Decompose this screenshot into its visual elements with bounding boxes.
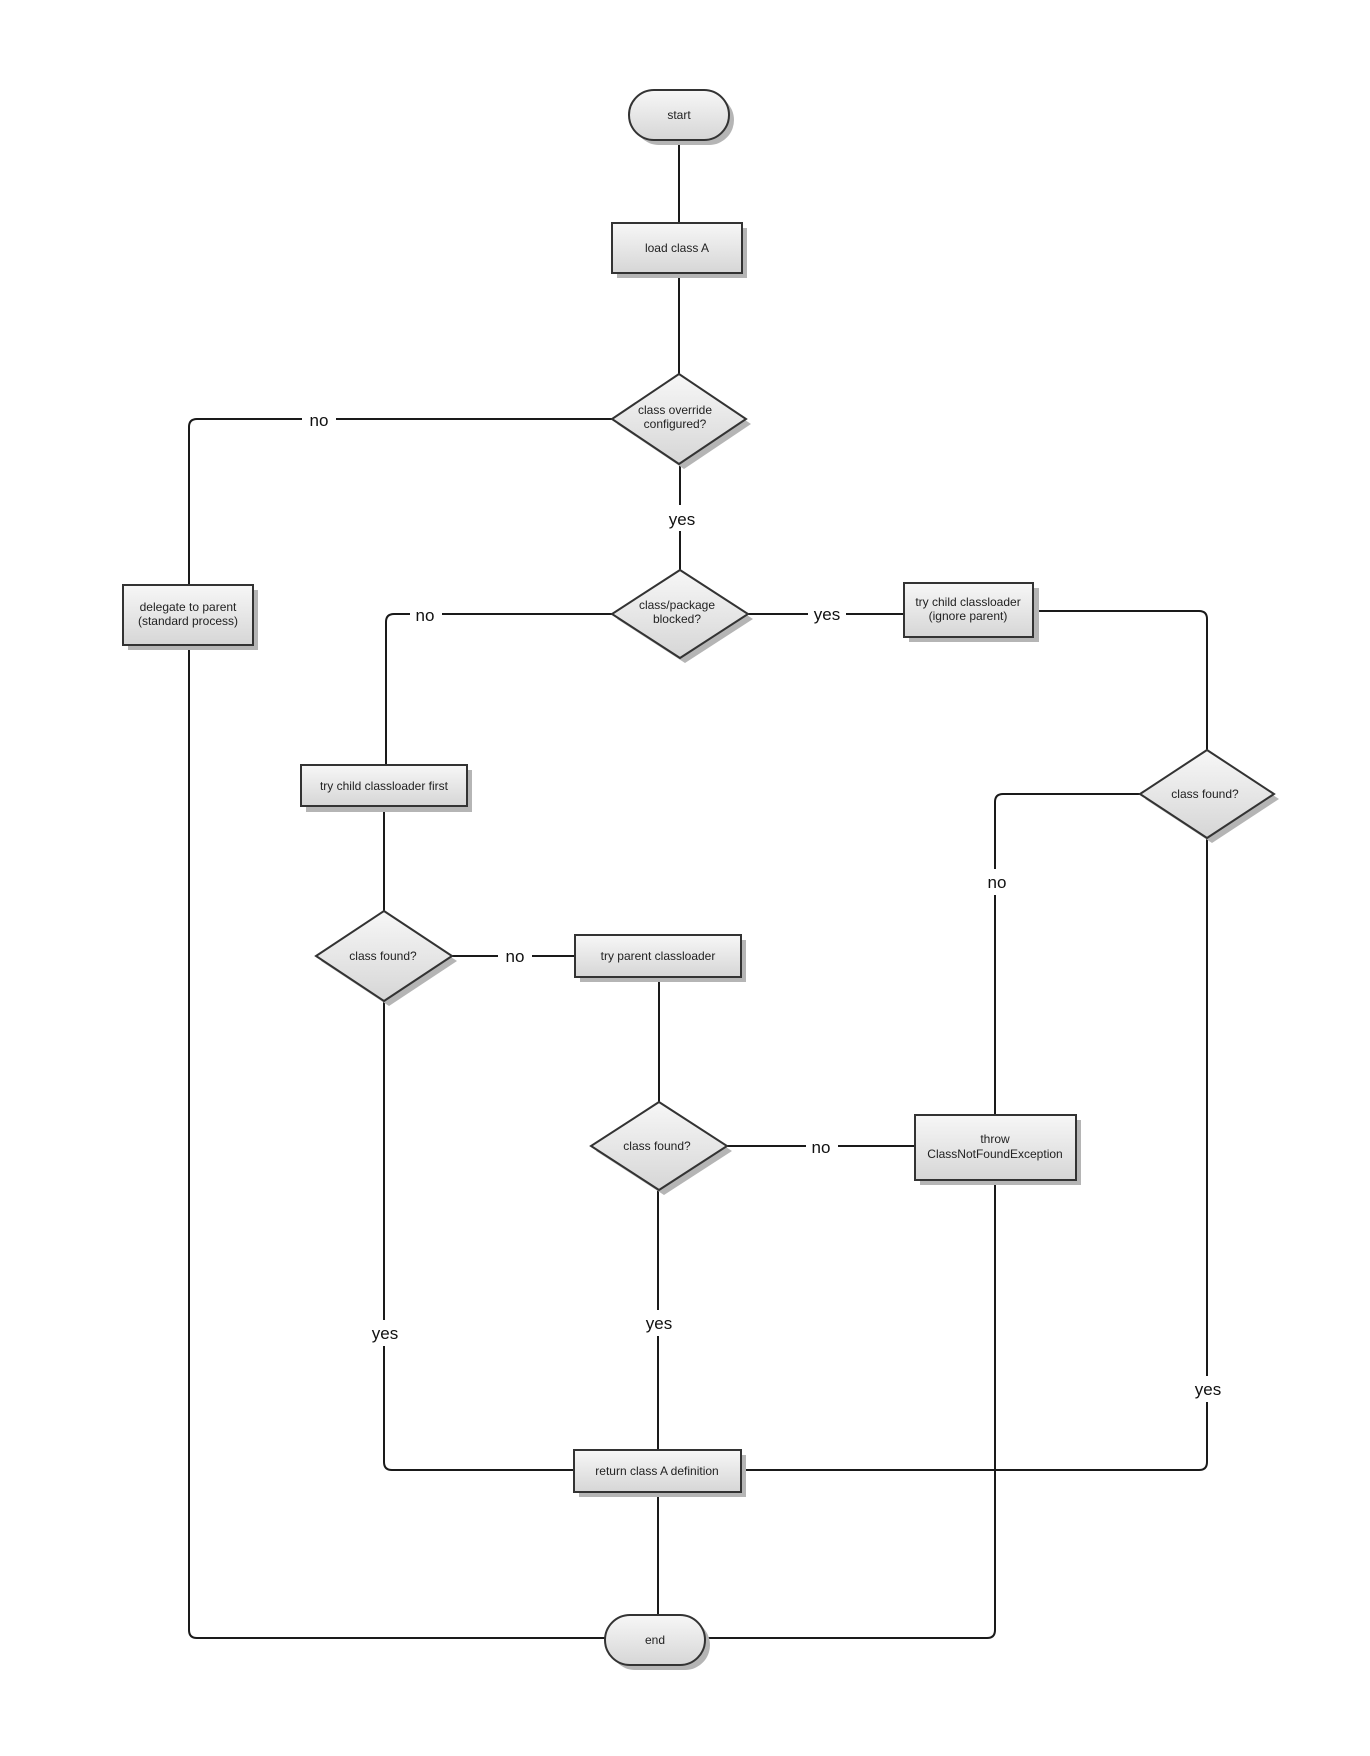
node-end: end xyxy=(604,1614,710,1670)
decision-found-right: class found? xyxy=(1138,748,1279,843)
node-return-definition: return class A definition xyxy=(573,1449,746,1497)
edge-override-no-to-delegate xyxy=(188,418,612,585)
node-start: start xyxy=(628,89,734,145)
edge-found-right-yes-to-return xyxy=(741,839,1208,1471)
decision-found-middle-text: class found? xyxy=(623,1139,691,1153)
node-child-ignore-line-1: try child classloader xyxy=(915,595,1020,609)
decision-override-configured: class override configured? xyxy=(610,372,751,469)
node-throw-exception: throw ClassNotFoundException xyxy=(914,1114,1081,1185)
node-child-ignore-parent: try child classloader (ignore parent) xyxy=(903,582,1039,642)
node-return-text: return class A definition xyxy=(595,1464,718,1478)
node-end-text: end xyxy=(645,1633,665,1647)
label-found-middle-yes: yes xyxy=(646,1314,672,1333)
edge-labels: no yes no yes no yes no yes no yes xyxy=(302,407,1226,1402)
label-blocked-yes: yes xyxy=(814,605,840,624)
label-override-no: no xyxy=(310,411,329,430)
node-load-class-text: load class A xyxy=(645,241,709,255)
node-child-ignore-line-2: (ignore parent) xyxy=(929,609,1008,623)
edge-child-ignore-to-found-right xyxy=(1033,610,1208,750)
decision-blocked-line-2: blocked? xyxy=(653,612,701,626)
node-delegate-line-2: (standard process) xyxy=(138,614,238,628)
decision-found-left: class found? xyxy=(314,909,457,1006)
node-delegate-parent: delegate to parent (standard process) xyxy=(122,584,258,650)
decision-override-line-1: class override xyxy=(638,403,712,417)
decision-found-left-text: class found? xyxy=(349,949,417,963)
node-parent-loader: try parent classloader xyxy=(574,934,746,982)
decision-blocked: class/package blocked? xyxy=(610,568,753,663)
node-load-class: load class A xyxy=(611,222,747,278)
edge-found-right-no-to-throw xyxy=(994,793,1140,1115)
node-throw-line-1: throw xyxy=(980,1132,1010,1146)
edge-throw-to-end xyxy=(706,1180,996,1639)
node-throw-line-2: ClassNotFoundException xyxy=(927,1147,1062,1161)
node-child-first-text: try child classloader first xyxy=(320,779,449,793)
node-parent-loader-text: try parent classloader xyxy=(601,949,716,963)
decision-found-right-text: class found? xyxy=(1171,787,1239,801)
decision-found-middle: class found? xyxy=(589,1100,732,1195)
decision-blocked-line-1: class/package xyxy=(639,598,715,612)
label-found-middle-no: no xyxy=(812,1138,831,1157)
label-override-yes: yes xyxy=(669,510,695,529)
edges xyxy=(188,142,1208,1639)
edge-blocked-no-to-child-first xyxy=(385,613,613,765)
decision-override-line-2: configured? xyxy=(644,417,707,431)
label-found-left-yes: yes xyxy=(372,1324,398,1343)
edge-found-left-yes-to-return xyxy=(383,1000,574,1471)
label-found-left-no: no xyxy=(506,947,525,966)
label-found-right-no: no xyxy=(988,873,1007,892)
label-found-right-yes: yes xyxy=(1195,1380,1221,1399)
edge-delegate-to-end xyxy=(188,646,605,1639)
node-start-text: start xyxy=(667,108,691,122)
node-child-first: try child classloader first xyxy=(300,764,472,812)
label-blocked-no: no xyxy=(416,606,435,625)
node-delegate-line-1: delegate to parent xyxy=(140,600,237,614)
